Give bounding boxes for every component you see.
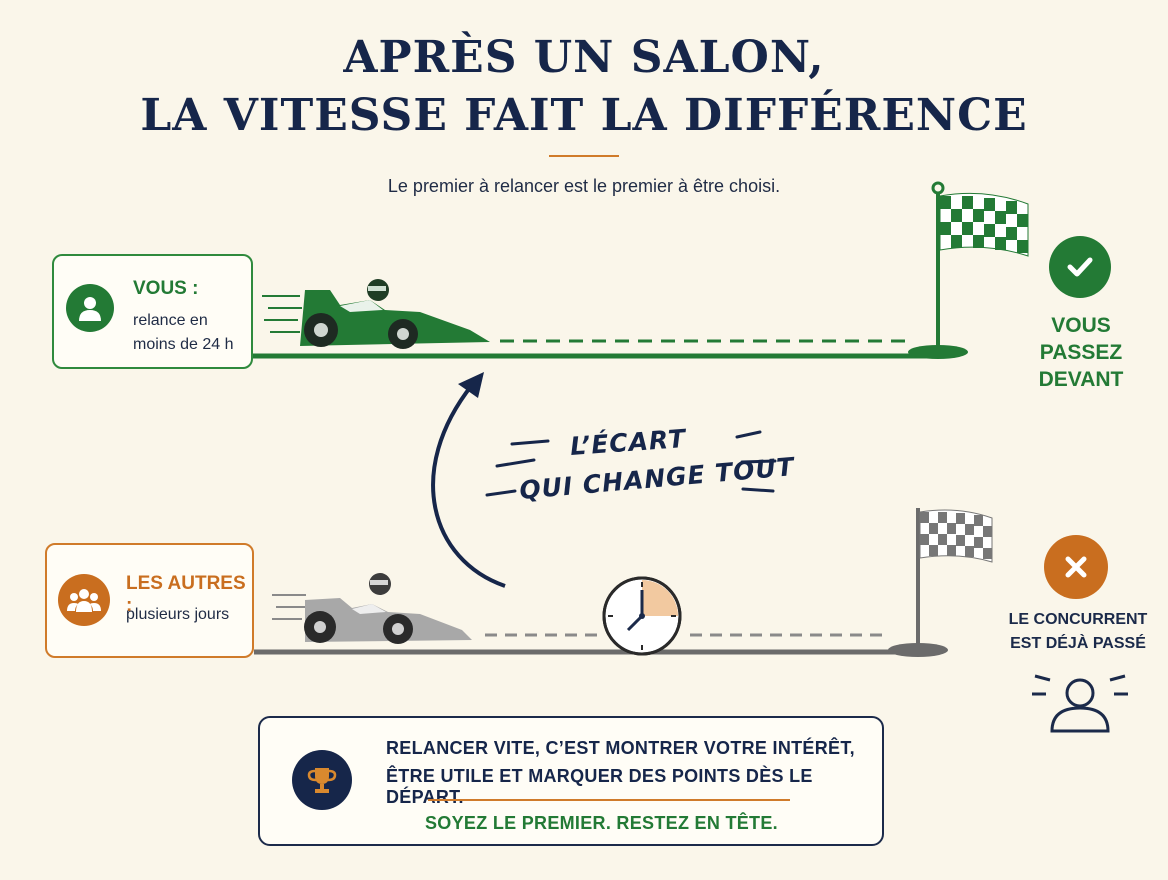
you-result-text: VOUS PASSEZ DEVANT — [1020, 312, 1142, 393]
page-title-line-2: LA VITESSE FAIT LA DIFFÉRENCE — [140, 90, 1028, 141]
person-alert-icon — [1032, 674, 1128, 733]
you-card-line-1: relance en — [133, 312, 208, 329]
others-result-line-2: EST DÉJÀ PASSÉ — [1010, 635, 1146, 652]
you-card-heading: VOUS : — [133, 278, 199, 299]
page-title-line-1: APRÈS UN SALON, — [343, 32, 825, 83]
green-checkered-flag-icon — [908, 181, 1029, 359]
bottom-line-2: ÊTRE UTILE ET MARQUER DES POINTS DÈS LE … — [386, 766, 813, 807]
curved-arrow-icon — [431, 372, 506, 588]
cross-icon — [1044, 535, 1108, 599]
grey-race-car-icon — [272, 573, 472, 644]
you-result-line-2: PASSEZ — [1039, 341, 1123, 364]
trophy-icon — [292, 750, 352, 810]
title-divider — [549, 155, 619, 157]
others-card-line-1: plusieurs jours — [126, 606, 230, 623]
you-result-line-3: DEVANT — [1038, 368, 1124, 391]
page-subtitle: Le premier à relancer est le premier à ê… — [387, 176, 781, 196]
you-card-line-2: moins de 24 h — [133, 336, 234, 353]
bottom-message-box: RELANCER VITE, C’EST MONTRER VOTRE INTÉR… — [258, 716, 884, 846]
gap-label-decoration — [485, 430, 777, 497]
user-icon — [66, 284, 114, 332]
others-result-line-1: LE CONCURRENT — [1008, 611, 1148, 628]
bottom-divider — [428, 799, 790, 801]
group-icon — [58, 574, 110, 626]
bottom-line-1: RELANCER VITE, C’EST MONTRER VOTRE INTÉR… — [386, 738, 855, 758]
others-card: LES AUTRES : plusieurs jours — [45, 543, 254, 658]
others-card-heading: LES AUTRES : — [126, 573, 246, 616]
green-race-car-icon — [262, 279, 490, 349]
you-result-line-1: VOUS — [1051, 314, 1111, 337]
clock-icon — [602, 576, 682, 656]
others-result-text: LE CONCURRENT EST DÉJÀ PASSÉ — [1002, 608, 1154, 656]
bottom-cta: SOYEZ LE PREMIER. RESTEZ EN TÊTE. — [425, 813, 778, 833]
you-card: VOUS : relance en moins de 24 h — [52, 254, 253, 369]
grey-checkered-flag-icon — [888, 508, 993, 657]
check-icon — [1049, 236, 1111, 298]
